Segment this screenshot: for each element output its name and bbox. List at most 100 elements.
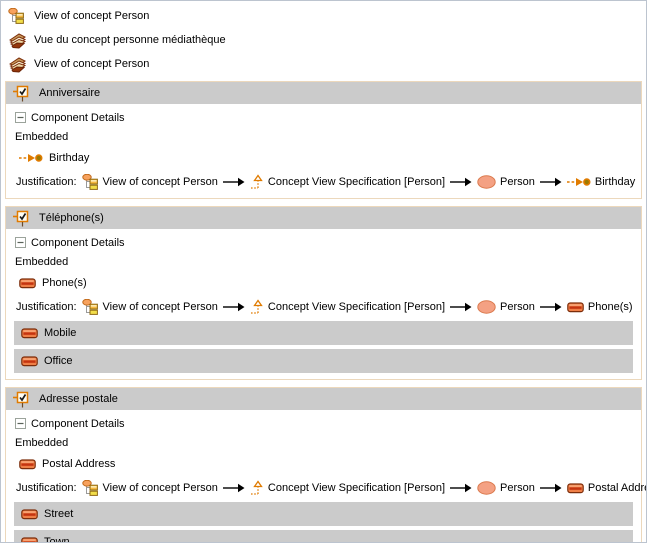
attribute-icon xyxy=(19,277,36,289)
concept-icon xyxy=(477,175,496,189)
concept-icon xyxy=(477,300,496,314)
element-row[interactable]: Birthday xyxy=(6,149,641,167)
subcomponent-row[interactable]: Mobile xyxy=(14,321,633,345)
component-details-label: Component Details xyxy=(31,111,125,124)
checked-view-icon[interactable] xyxy=(13,84,33,102)
section-header[interactable]: Anniversaire xyxy=(6,82,641,104)
subcomponent-label: Street xyxy=(44,508,74,520)
justification-row: Justification: View of concept Person Co… xyxy=(6,478,646,498)
view-tree-icon xyxy=(8,8,28,24)
chain-item-label: Postal Address xyxy=(587,482,646,494)
attribute-icon xyxy=(567,301,584,313)
justification-label: Justification: xyxy=(16,482,77,494)
justification-chain-item[interactable]: Phone(s) xyxy=(567,301,633,313)
component-section-list: Anniversaire Component Details Embedded … xyxy=(1,81,646,543)
view-item-row[interactable]: Vue du concept personne médiathèque xyxy=(1,28,646,52)
embedded-label: Embedded xyxy=(15,130,69,143)
subcomponent-list: Street Town xyxy=(6,502,641,543)
attribute-icon xyxy=(19,458,36,470)
subcomponent-label: Mobile xyxy=(44,327,77,339)
section-body: Component Details Embedded Postal Addres… xyxy=(6,410,646,543)
justification-chain-item[interactable]: Person xyxy=(477,481,535,495)
justification-chain: View of concept Person Concept View Spec… xyxy=(81,299,633,315)
attribute-icon xyxy=(21,508,38,520)
spec-arrow-icon xyxy=(250,299,264,315)
checked-view-icon[interactable] xyxy=(13,390,33,408)
justification-label: Justification: xyxy=(16,301,77,313)
collapse-icon[interactable] xyxy=(15,418,26,429)
element-label: Phone(s) xyxy=(42,277,87,289)
collapse-icon[interactable] xyxy=(15,112,26,123)
arrow-right-icon xyxy=(539,177,562,187)
element-row[interactable]: Postal Address xyxy=(6,455,641,473)
arrow-right-icon xyxy=(222,483,245,493)
chain-item-label: Person xyxy=(500,176,535,188)
justification-chain-item[interactable]: Person xyxy=(477,175,535,189)
justification-chain-item[interactable]: View of concept Person xyxy=(81,299,218,315)
justification-chain: View of concept Person Concept View Spec… xyxy=(81,174,635,190)
chain-item-label: Concept View Specification [Person] xyxy=(267,176,446,188)
justification-chain-item[interactable]: Concept View Specification [Person] xyxy=(250,299,445,315)
checked-view-icon[interactable] xyxy=(13,209,33,227)
media-library-icon xyxy=(8,32,28,49)
element-label: Birthday xyxy=(49,152,90,164)
view-item-label: View of concept Person xyxy=(34,10,150,22)
embedded-row: Embedded xyxy=(6,434,641,451)
section-title: Adresse postale xyxy=(39,393,118,405)
chain-item-label: Concept View Specification [Person] xyxy=(267,482,446,494)
arrow-right-icon xyxy=(539,483,562,493)
justification-chain-item[interactable]: Postal Address xyxy=(567,482,646,494)
arrow-right-icon xyxy=(539,302,562,312)
view-item-row[interactable]: View of concept Person xyxy=(1,4,646,28)
arrow-right-icon xyxy=(450,483,472,493)
arrow-right-icon xyxy=(222,177,245,187)
component-details-toggle[interactable]: Component Details xyxy=(6,234,641,251)
justification-row: Justification: View of concept Person Co… xyxy=(6,297,641,317)
attribute-icon xyxy=(21,536,38,542)
arrow-right-icon xyxy=(450,302,472,312)
attribute-icon xyxy=(21,327,38,339)
spec-arrow-icon xyxy=(250,480,264,496)
subcomponent-row[interactable]: Office xyxy=(14,349,633,373)
component-details-label: Component Details xyxy=(31,417,125,430)
subcomponent-label: Town xyxy=(44,536,70,543)
justification-label: Justification: xyxy=(16,176,77,188)
justification-chain-item[interactable]: View of concept Person xyxy=(81,480,218,496)
relation-icon xyxy=(19,152,43,164)
section-header[interactable]: Téléphone(s) xyxy=(6,207,641,229)
component-section: Adresse postale Component Details Embedd… xyxy=(5,387,646,543)
justification-row: Justification: View of concept Person Co… xyxy=(6,172,641,192)
section-header[interactable]: Adresse postale xyxy=(6,388,641,410)
justification-chain-item[interactable]: Person xyxy=(477,300,535,314)
component-details-toggle[interactable]: Component Details xyxy=(6,109,641,126)
component-details-toggle[interactable]: Component Details xyxy=(6,415,641,432)
view-header-list: View of concept Person Vue du concept pe… xyxy=(1,4,646,76)
view-item-label: Vue du concept personne médiathèque xyxy=(34,34,226,46)
attribute-icon xyxy=(21,355,38,367)
collapse-icon[interactable] xyxy=(15,237,26,248)
view-tree-icon xyxy=(81,480,99,496)
justification-chain-item[interactable]: Birthday xyxy=(566,176,635,188)
justification-chain-item[interactable]: Concept View Specification [Person] xyxy=(250,480,445,496)
element-row[interactable]: Phone(s) xyxy=(6,274,641,292)
arrow-right-icon xyxy=(222,302,245,312)
embedded-label: Embedded xyxy=(15,436,69,449)
justification-chain-item[interactable]: View of concept Person xyxy=(81,174,218,190)
subcomponent-row[interactable]: Street xyxy=(14,502,633,526)
chain-item-label: Person xyxy=(500,482,535,494)
justification-chain: View of concept Person Concept View Spec… xyxy=(81,480,646,496)
chain-item-label: Person xyxy=(500,301,535,313)
chain-item-label: View of concept Person xyxy=(102,176,218,188)
section-body: Component Details Embedded Birthday Just… xyxy=(6,104,641,198)
view-item-row[interactable]: View of concept Person xyxy=(1,52,646,76)
section-body: Component Details Embedded Phone(s) Just… xyxy=(6,229,641,379)
component-section: Anniversaire Component Details Embedded … xyxy=(5,81,642,199)
concept-icon xyxy=(477,481,496,495)
embedded-label: Embedded xyxy=(15,255,69,268)
justification-chain-item[interactable]: Concept View Specification [Person] xyxy=(250,174,445,190)
relation-icon xyxy=(566,176,591,188)
subcomponent-row[interactable]: Town xyxy=(14,530,633,543)
chain-item-label: View of concept Person xyxy=(102,301,218,313)
arrow-right-icon xyxy=(450,177,472,187)
